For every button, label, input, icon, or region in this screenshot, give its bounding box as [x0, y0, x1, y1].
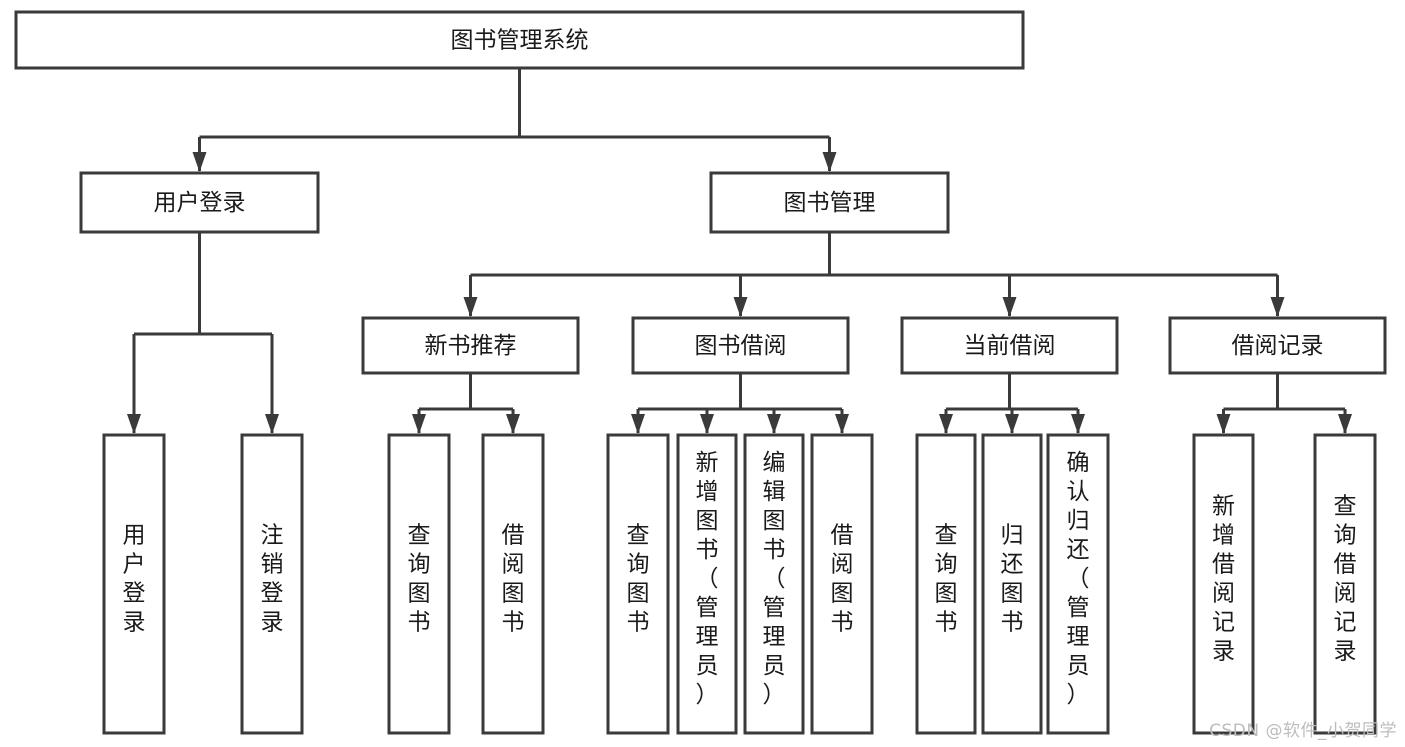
node-leaf-confirm-return[interactable]: 确认归还（管理员）: [1046, 433, 1110, 735]
arrow-head: [1338, 414, 1352, 434]
arrow-head: [192, 152, 207, 172]
node-user-login-box[interactable]: [79, 171, 320, 234]
node-leaf-query-book-3-label: 查询图书: [935, 523, 958, 636]
node-book-borrow-box[interactable]: [631, 316, 850, 375]
node-leaf-query-record-box[interactable]: [1313, 433, 1377, 735]
watermark-text: CSDN @软件_小贺同学: [1209, 721, 1397, 741]
arrow-head: [1216, 414, 1231, 434]
node-leaf-add-book-box[interactable]: [676, 433, 738, 735]
arrow-head: [1270, 297, 1285, 317]
node-leaf-edit-book[interactable]: 编辑图书（管理员）: [743, 433, 805, 735]
arrow-head: [127, 414, 141, 434]
node-leaf-logout-box[interactable]: [240, 433, 304, 735]
node-borrow-record-label: 借阅记录: [1232, 333, 1324, 359]
node-new-book-rec[interactable]: 新书推荐: [361, 316, 580, 375]
node-leaf-add-record-box[interactable]: [1192, 433, 1255, 735]
connector-layer: [127, 68, 1352, 434]
node-current-borrow-label: 当前借阅: [964, 333, 1056, 359]
node-book-manage[interactable]: 图书管理: [709, 171, 950, 234]
arrow-head: [835, 414, 849, 434]
arrow-head: [506, 414, 520, 434]
node-leaf-borrow-book-2-label: 借阅图书: [831, 523, 854, 636]
node-book-manage-box[interactable]: [709, 171, 950, 234]
node-root-system[interactable]: 图书管理系统: [14, 10, 1025, 70]
arrow-head: [1002, 297, 1017, 317]
arrow-head: [412, 414, 426, 434]
arrow-head: [767, 414, 781, 434]
node-leaf-query-record[interactable]: 查询借阅记录: [1313, 433, 1377, 735]
node-leaf-return-book[interactable]: 归还图书: [981, 433, 1043, 735]
node-leaf-user-login-box[interactable]: [102, 433, 166, 735]
node-leaf-user-login-label: 用户登录: [123, 523, 146, 636]
node-leaf-edit-book-box[interactable]: [743, 433, 805, 735]
node-book-borrow-label: 图书借阅: [695, 333, 787, 359]
arrow-head: [463, 297, 478, 317]
arrow-head: [733, 297, 748, 317]
arrow-head: [700, 414, 714, 434]
node-leaf-borrow-book-1-label: 借阅图书: [502, 523, 525, 636]
node-leaf-logout-label: 注销登录: [261, 523, 284, 636]
node-leaf-add-record-label: 新增借阅记录: [1212, 494, 1235, 665]
node-borrow-record-box[interactable]: [1168, 316, 1387, 375]
node-borrow-record[interactable]: 借阅记录: [1168, 316, 1387, 375]
node-leaf-query-book-3-box[interactable]: [915, 433, 977, 735]
node-leaf-query-book-2-label: 查询图书: [627, 523, 650, 636]
node-leaf-return-book-box[interactable]: [981, 433, 1043, 735]
node-root-system-label: 图书管理系统: [451, 28, 589, 54]
node-leaf-query-book-2[interactable]: 查询图书: [606, 433, 670, 735]
node-leaf-edit-book-label: 编辑图书（管理员）: [763, 450, 786, 708]
arrow-head: [1071, 414, 1085, 434]
arrow-head: [1005, 414, 1019, 434]
node-leaf-query-book-2-box[interactable]: [606, 433, 670, 735]
node-current-borrow[interactable]: 当前借阅: [900, 316, 1119, 375]
node-leaf-query-book-3[interactable]: 查询图书: [915, 433, 977, 735]
node-leaf-borrow-book-1-box[interactable]: [481, 433, 545, 735]
node-leaf-return-book-label: 归还图书: [1001, 523, 1024, 636]
node-leaf-borrow-book-2-box[interactable]: [810, 433, 874, 735]
arrow-head: [265, 414, 279, 434]
node-leaf-query-book-1[interactable]: 查询图书: [387, 433, 451, 735]
arrow-head: [939, 414, 953, 434]
node-new-book-rec-box[interactable]: [361, 316, 580, 375]
node-leaf-add-book-label: 新增图书（管理员）: [696, 450, 719, 708]
node-leaf-query-book-1-label: 查询图书: [408, 523, 431, 636]
node-user-login-label: 用户登录: [154, 190, 246, 216]
node-leaf-borrow-book-2[interactable]: 借阅图书: [810, 433, 874, 735]
node-new-book-rec-label: 新书推荐: [425, 333, 517, 359]
node-book-borrow[interactable]: 图书借阅: [631, 316, 850, 375]
arrow-head: [631, 414, 645, 434]
node-layer: 图书管理系统用户登录图书管理新书推荐图书借阅当前借阅借阅记录用户登录注销登录查询…: [14, 10, 1387, 735]
node-book-manage-label: 图书管理: [784, 190, 876, 216]
arrow-head: [822, 152, 837, 172]
node-leaf-borrow-book-1[interactable]: 借阅图书: [481, 433, 545, 735]
node-leaf-add-book[interactable]: 新增图书（管理员）: [676, 433, 738, 735]
node-user-login[interactable]: 用户登录: [79, 171, 320, 234]
node-leaf-add-record[interactable]: 新增借阅记录: [1192, 433, 1255, 735]
node-leaf-logout[interactable]: 注销登录: [240, 433, 304, 735]
node-leaf-confirm-return-box[interactable]: [1046, 433, 1110, 735]
node-leaf-query-book-1-box[interactable]: [387, 433, 451, 735]
node-leaf-user-login[interactable]: 用户登录: [102, 433, 166, 735]
node-current-borrow-box[interactable]: [900, 316, 1119, 375]
node-leaf-confirm-return-label: 确认归还（管理员）: [1067, 450, 1090, 708]
node-leaf-query-record-label: 查询借阅记录: [1334, 494, 1357, 665]
node-root-system-box[interactable]: [14, 10, 1025, 70]
